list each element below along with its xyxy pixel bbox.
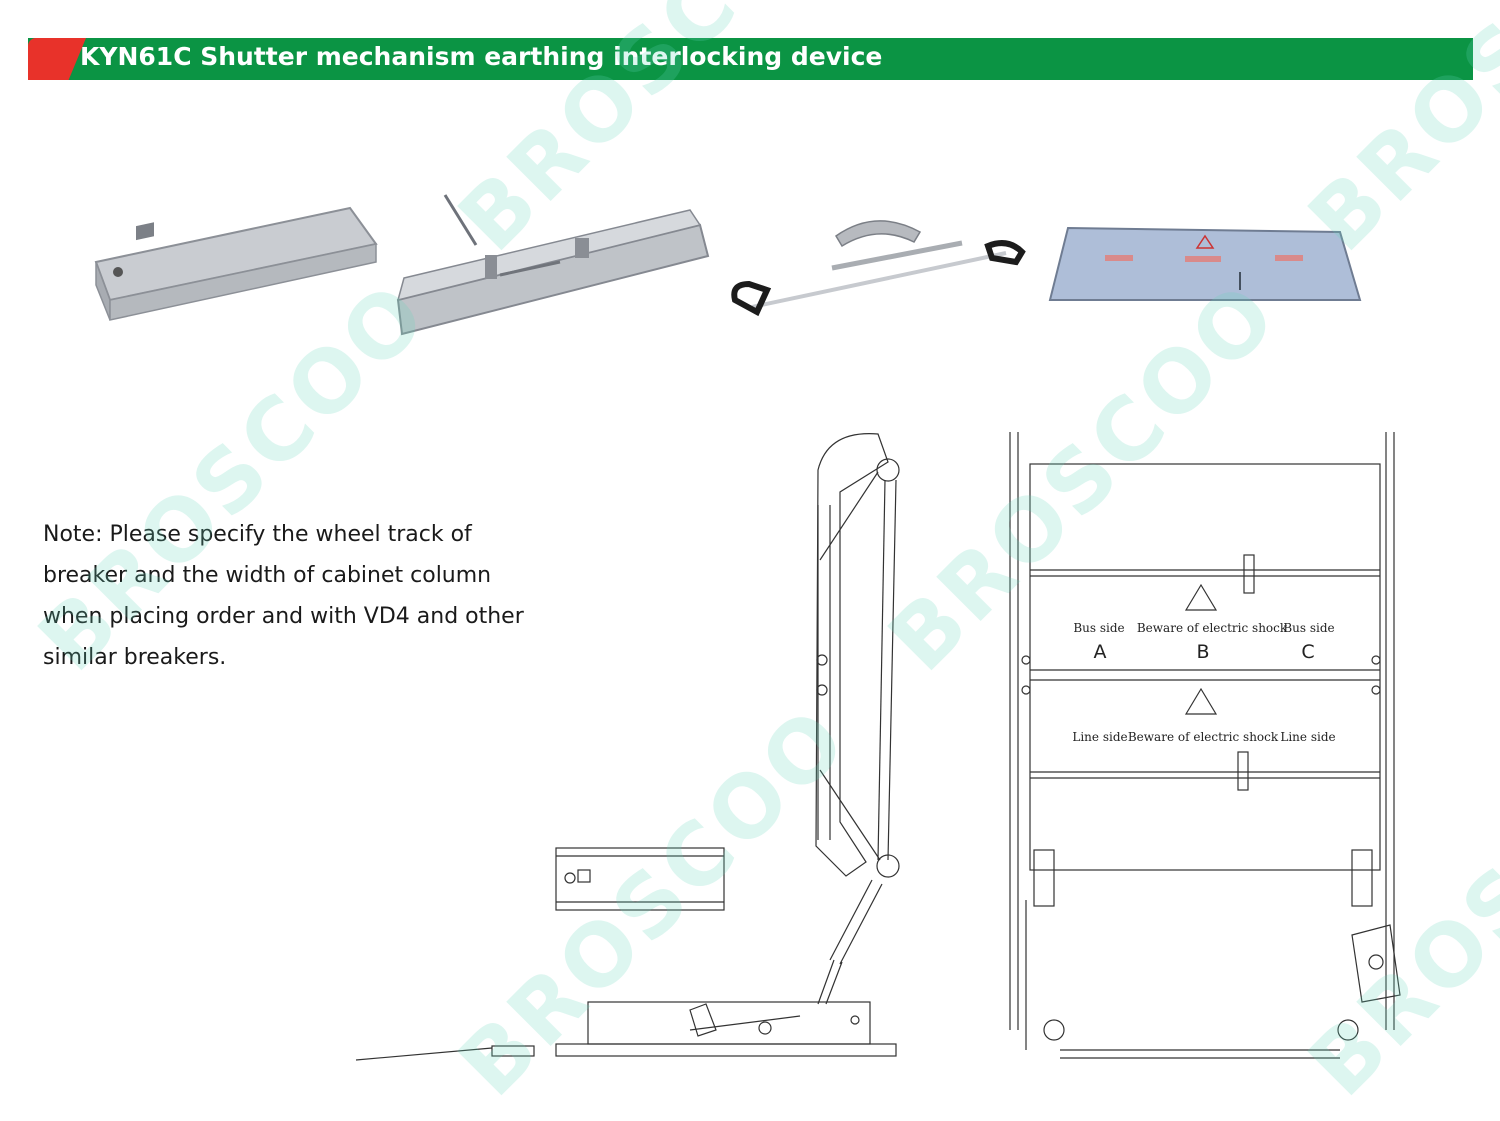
- page-title: KYN61C Shutter mechanism earthing interl…: [80, 42, 883, 71]
- title-banner: KYN61C Shutter mechanism earthing interl…: [28, 38, 1473, 80]
- label-bus-side-left: Bus side: [1073, 621, 1124, 635]
- phase-letter-c: C: [1301, 641, 1314, 663]
- note-line-4: similar breakers.: [43, 645, 227, 670]
- bracket-drawing: [555, 847, 725, 911]
- label-line-side-right: Line side: [1280, 730, 1335, 744]
- side-linkage-drawing: [355, 433, 900, 1061]
- order-note: Note: Please specify the wheel track of …: [43, 514, 563, 678]
- note-line-1: Note: Please specify the wheel track of: [43, 522, 472, 547]
- label-bus-side-right: Bus side: [1283, 621, 1334, 635]
- phase-letter-a: A: [1094, 641, 1107, 663]
- note-line-2: breaker and the width of cabinet column: [43, 563, 492, 588]
- label-beware-upper: Beware of electric shock: [1137, 621, 1288, 635]
- front-shutter-drawing: [1009, 432, 1401, 1059]
- label-line-side-left: Line side: [1072, 730, 1127, 744]
- label-beware-lower: Beware of electric shock: [1128, 730, 1279, 744]
- phase-letter-b: B: [1196, 641, 1209, 663]
- note-line-3: when placing order and with VD4 and othe…: [43, 604, 524, 629]
